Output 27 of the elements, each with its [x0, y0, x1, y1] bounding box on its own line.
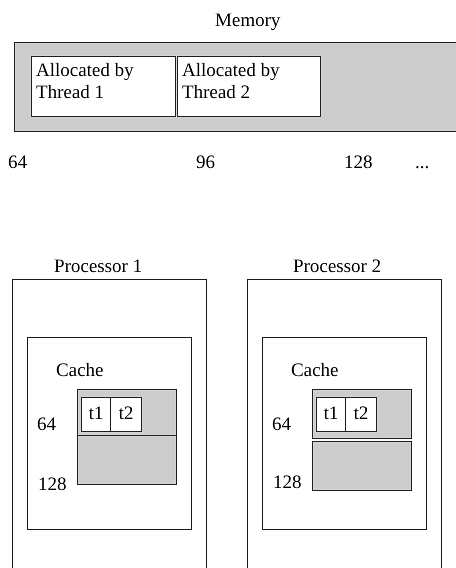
address-label: 96: [196, 152, 215, 174]
memory-title: Memory: [215, 10, 280, 32]
slot-label: t1: [322, 403, 340, 425]
processor-title: Processor 2: [293, 256, 382, 278]
address-label: 64: [272, 414, 291, 436]
cache-slot: [110, 397, 142, 432]
cache-slot: [316, 397, 346, 432]
address-label: 128: [38, 474, 66, 496]
address-label: 64: [37, 414, 56, 436]
block-label: Allocated by Thread 1: [36, 60, 135, 104]
block-label: Allocated by Thread 2: [182, 60, 281, 104]
cache-title: Cache: [56, 360, 104, 382]
address-label: 64: [8, 152, 27, 174]
address-label: 128: [344, 152, 372, 174]
processor-title: Processor 1: [54, 256, 142, 278]
memory-block: [31, 56, 176, 117]
cache-slot: [345, 397, 377, 432]
cache-title: Cache: [291, 360, 338, 382]
slot-label: t1: [88, 403, 104, 425]
cache-box: [27, 337, 192, 530]
memory-block: [177, 56, 321, 117]
address-label: 128: [273, 472, 302, 494]
slot-label: t2: [118, 403, 134, 425]
slot-label: t2: [352, 403, 370, 425]
cache-slot: [81, 397, 111, 432]
cache-box: [262, 337, 427, 530]
address-label: ...: [415, 152, 430, 174]
